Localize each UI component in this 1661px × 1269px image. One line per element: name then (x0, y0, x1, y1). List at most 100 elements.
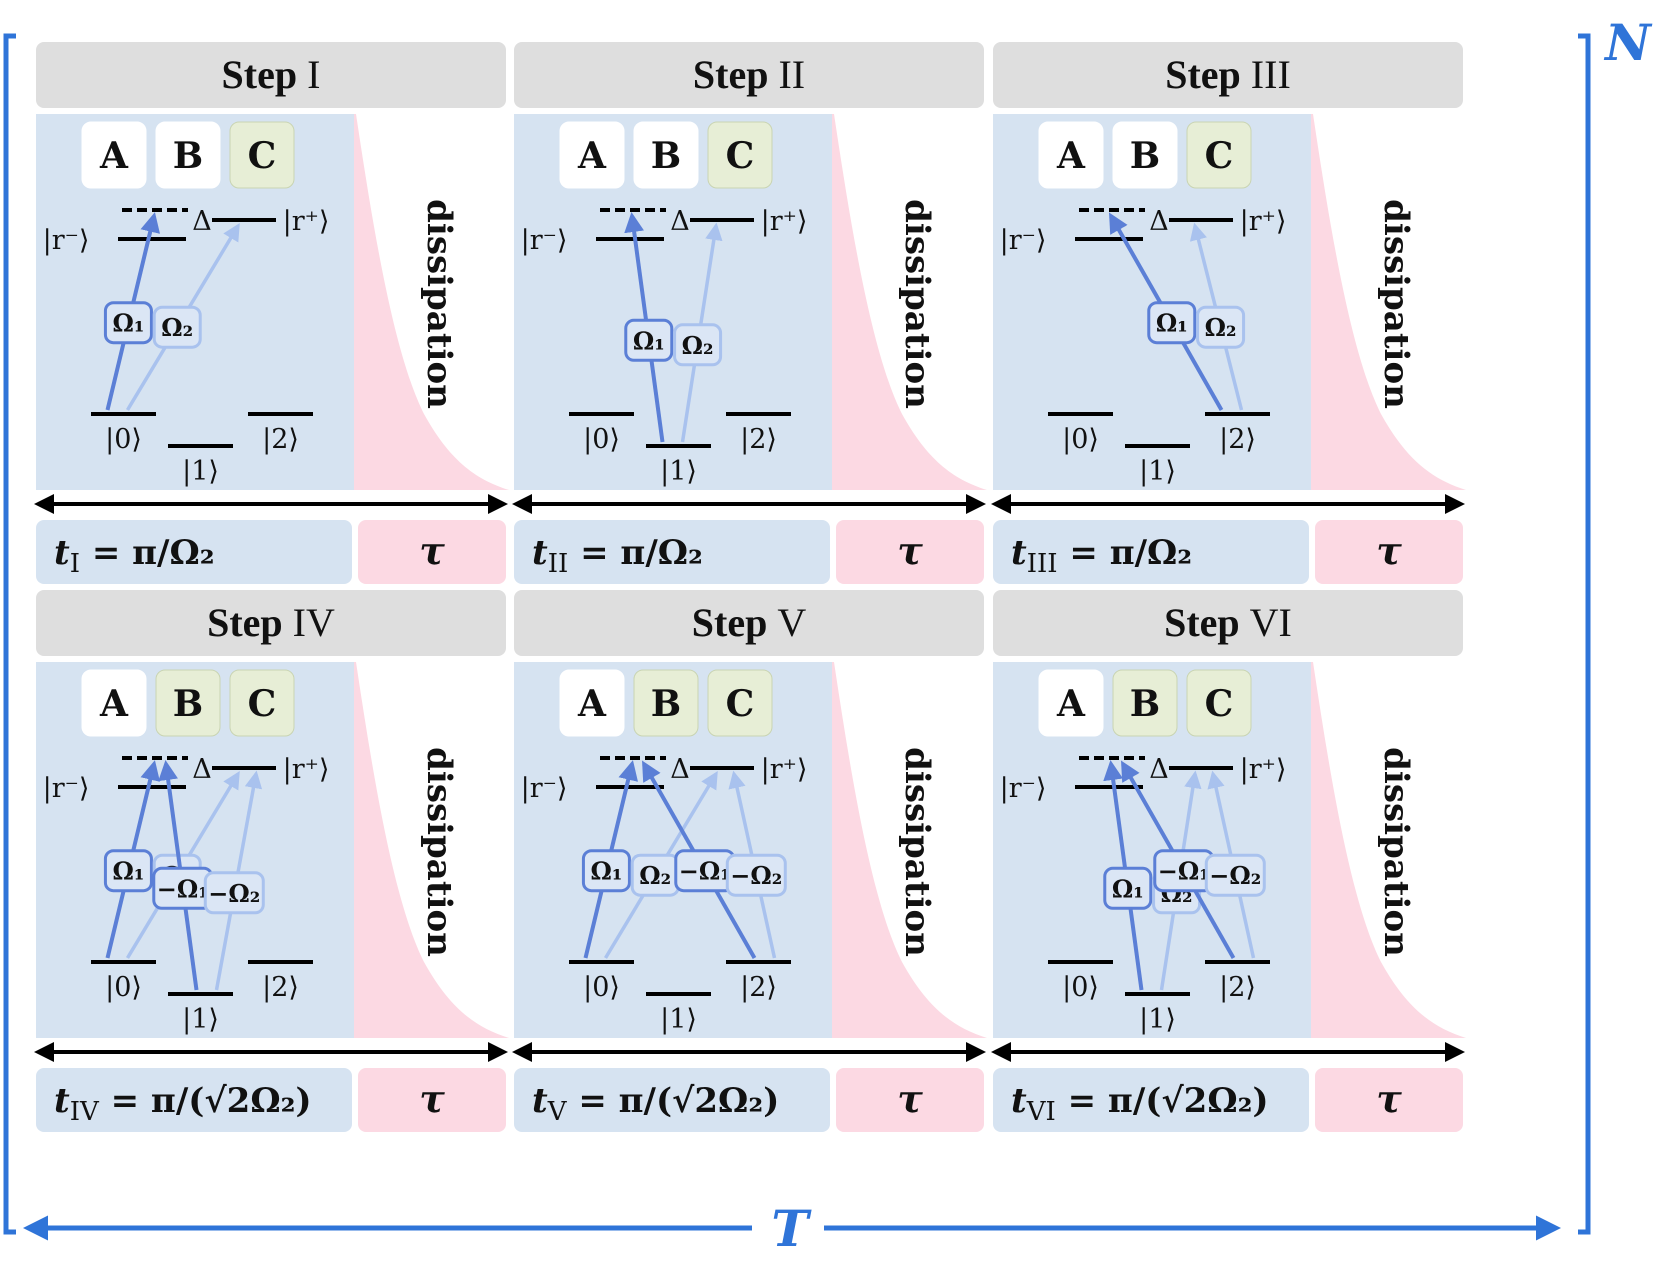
label-s1: |1⟩ (182, 456, 219, 487)
label-s0: |0⟩ (105, 972, 142, 1003)
coupling-label-box (1204, 853, 1266, 897)
coupling-label: −Ω₂ (208, 879, 260, 908)
step-header (514, 590, 984, 656)
step-word: Step (692, 600, 778, 645)
coupling-label: −Ω₁ (679, 857, 731, 886)
label-r-plus: |r⁺⟩ (283, 206, 330, 237)
step-numeral: IV (293, 600, 335, 645)
dissipation-label: dissipation (1376, 747, 1416, 957)
atom-box-b (155, 669, 221, 737)
label-delta: Δ (670, 754, 690, 785)
coupling-label: Ω₂ (639, 861, 671, 890)
dissipation-label: dissipation (897, 747, 937, 957)
atom-label-b: B (651, 683, 681, 725)
pulse-time-formula: tII = π/Ω₂ (532, 533, 703, 579)
step-numeral: V (777, 600, 806, 645)
step-word: Step (693, 52, 779, 97)
time-rhs: = π/(√2Ω₂) (99, 1081, 312, 1121)
atom-box-c (707, 669, 773, 737)
coupling-label: −Ω₁ (157, 874, 209, 903)
dissipation-label: dissipation (1376, 199, 1416, 409)
pulse-time-formula: tV = π/(√2Ω₂) (532, 1081, 779, 1127)
pulse-time-box (514, 520, 830, 584)
dissipation-label: dissipation (419, 199, 459, 409)
label-r-minus: |r⁻⟩ (43, 225, 90, 256)
time-subscript: VI (1026, 1097, 1056, 1127)
tau-label: τ (897, 528, 923, 573)
pulse-time-formula: tI = π/Ω₂ (54, 533, 215, 579)
step-title: Step VI (1164, 600, 1292, 645)
coupling-label: Ω₂ (682, 331, 714, 360)
repeat-label: N (1603, 13, 1653, 72)
label-s0: |0⟩ (583, 972, 620, 1003)
atom-label-a: A (99, 135, 129, 177)
time-rhs: = π/(√2Ω₂) (567, 1081, 780, 1121)
dissipation-profile (832, 114, 987, 490)
atom-label-b: B (173, 683, 203, 725)
coupling-label-box (1103, 866, 1153, 910)
atom-box-c (229, 121, 295, 189)
step-header (993, 590, 1463, 656)
coupling-label: Ω₁ (590, 857, 622, 886)
coupling-label: −Ω₁ (1158, 857, 1210, 886)
dissipation-profile (1311, 114, 1466, 490)
coupling-label: −Ω₂ (1209, 861, 1261, 890)
coupling-label-box (673, 323, 723, 367)
dissipation-time-box (1315, 520, 1463, 584)
dissipation-label: dissipation (419, 747, 459, 957)
coupling-label: Ω₁ (112, 857, 144, 886)
atom-box-c (1186, 669, 1252, 737)
time-symbol: t (1011, 533, 1027, 573)
atom-label-c: C (726, 683, 755, 725)
time-symbol: t (532, 1081, 548, 1121)
coupling-label-box (1196, 305, 1246, 349)
atom-label-b: B (1130, 135, 1160, 177)
step-title: Step III (1165, 52, 1291, 97)
step-word: Step (222, 52, 308, 97)
dissipation-time-box (836, 520, 984, 584)
tau-label: τ (897, 1076, 923, 1121)
label-r-minus: |r⁻⟩ (521, 225, 568, 256)
pulse-time-box (514, 1068, 830, 1132)
label-s2: |2⟩ (1219, 972, 1256, 1003)
time-subscript: V (547, 1097, 568, 1127)
label-s2: |2⟩ (1219, 424, 1256, 455)
dissipation-time-box (358, 520, 506, 584)
time-subscript: II (548, 549, 569, 579)
left-bracket (3, 33, 16, 1235)
label-s0: |0⟩ (1062, 972, 1099, 1003)
label-delta: Δ (1149, 754, 1169, 785)
atom-box-c (1186, 121, 1252, 189)
step-title: Step IV (207, 600, 335, 645)
tau-label: τ (1376, 528, 1402, 573)
step-title: Step I (222, 52, 321, 97)
coupling-label: Ω₁ (1156, 309, 1188, 338)
time-subscript: III (1027, 549, 1058, 579)
atom-label-c: C (248, 683, 277, 725)
pulse-time-formula: tIV = π/(√2Ω₂) (54, 1081, 312, 1127)
pulse-time-box (36, 520, 352, 584)
atom-box-c (707, 121, 773, 189)
label-s0: |0⟩ (105, 424, 142, 455)
atom-label-b: B (651, 135, 681, 177)
dissipation-profile (832, 662, 987, 1038)
coupling-label-box (581, 849, 631, 893)
label-s1: |1⟩ (1139, 456, 1176, 487)
step-numeral: I (307, 52, 320, 97)
coupling-label: Ω₂ (1205, 313, 1237, 342)
atom-label-b: B (1130, 683, 1160, 725)
label-r-plus: |r⁺⟩ (761, 754, 808, 785)
atom-label-c: C (248, 135, 277, 177)
atom-label-b: B (173, 135, 203, 177)
label-s2: |2⟩ (262, 972, 299, 1003)
step-numeral: III (1251, 52, 1291, 97)
time-rhs: = π/Ω₂ (80, 533, 215, 573)
coupling-label: −Ω₂ (730, 861, 782, 890)
step-header (36, 42, 506, 108)
dissipation-label: dissipation (897, 199, 937, 409)
atom-box-b (633, 669, 699, 737)
step-word: Step (207, 600, 293, 645)
